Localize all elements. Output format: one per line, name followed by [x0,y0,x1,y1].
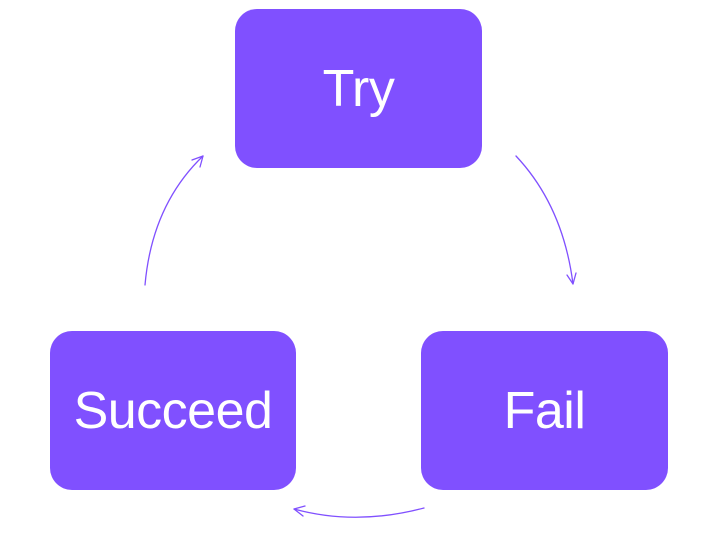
node-try-label: Try [322,59,395,118]
node-try: Try [235,9,482,168]
node-succeed: Succeed [50,331,296,490]
edge-fail-to-succeed [293,505,425,518]
edge-try-to-fail [515,155,577,285]
edge-succeed-to-try [144,155,204,286]
node-succeed-label: Succeed [73,381,273,440]
node-fail: Fail [421,331,668,490]
node-fail-label: Fail [503,381,586,440]
